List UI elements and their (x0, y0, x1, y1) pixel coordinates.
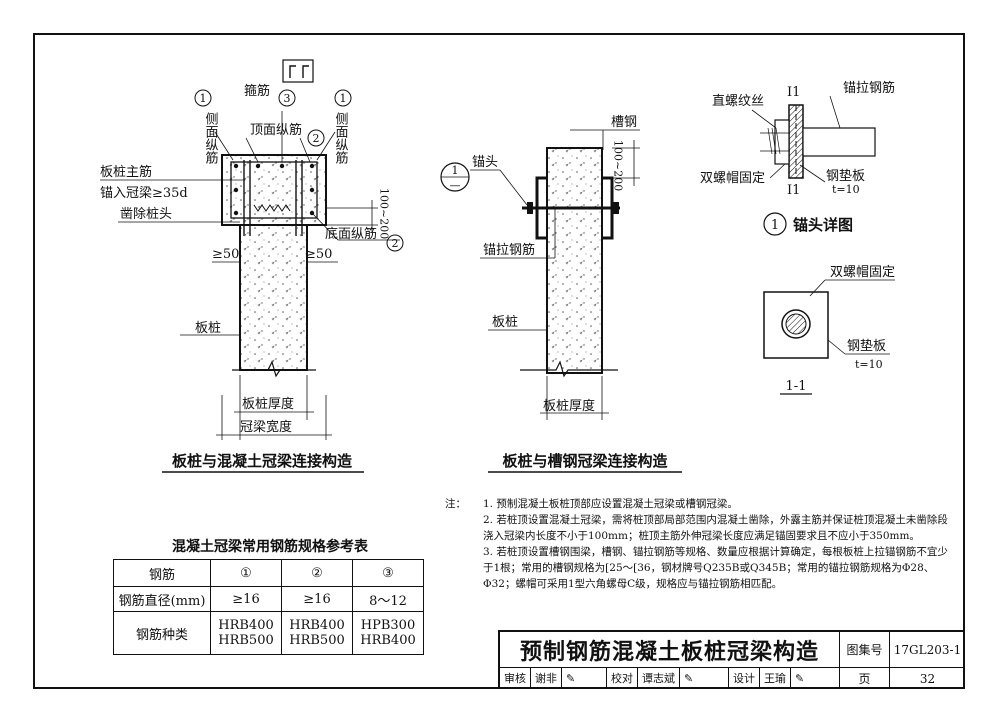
table-cell: 8～12 (352, 586, 424, 612)
checker-signature: ✎ (680, 668, 729, 689)
anchor-detail (751, 95, 876, 236)
d1-sheet-pile: 板桩 (195, 321, 221, 336)
table-cell: HRB400 HRB500 (210, 611, 282, 655)
title-block: 预制钢筋混凝土板桩冠梁构造 图集号 17GL203-1 审核 谢非 ✎ 校对 谭… (498, 630, 965, 689)
design-label: 设计 (729, 668, 760, 689)
page-number: 32 (919, 671, 936, 686)
page-label: 页 (840, 668, 890, 689)
designer-signature: ✎ (795, 672, 805, 685)
d2-detail-ref-top: 1 (452, 164, 459, 177)
table-cell: ≥16 (210, 586, 282, 612)
d1-circle2-top: 2 (313, 132, 320, 145)
d1-stirrup: 箍筋 (244, 83, 270, 99)
notes-list: 1. 预制混凝土板桩顶部应设置混凝土冠梁或槽钢冠梁。 2. 若桩顶设置混凝土冠梁… (445, 496, 957, 592)
d1-circle1-right: 1 (340, 92, 347, 105)
d1-side-rebar-left: 侧面纵筋 (203, 112, 219, 164)
detail-t10: t=10 (832, 183, 860, 196)
d1-side-rebar-right: 侧面纵筋 (333, 112, 349, 164)
note-item-2: 2. 若桩顶设置混凝土冠梁，需将桩顶部局部范围内混凝土凿除，外露主筋并保证桩顶混… (483, 514, 948, 542)
d1-anchor-len: 锚入冠梁≥35d (100, 186, 188, 201)
d1-ge50-right: ≥50 (305, 247, 332, 262)
drawing2-channel-beam (440, 129, 640, 420)
notes-head: 注： (445, 498, 466, 510)
d1-ge50-left: ≥50 (212, 247, 239, 262)
d1-dim-100-200: 100~200 (378, 188, 391, 239)
table-cell: 钢筋直径(mm) (113, 586, 211, 612)
d2-tie-rebar: 锚拉钢筋 (483, 242, 535, 258)
atlas-label: 图集号 (840, 632, 890, 668)
table-header-cell: ③ (352, 559, 424, 587)
d1-pile-main-rebar: 板桩主筋 (100, 164, 152, 180)
table-cell: ≥16 (281, 586, 353, 612)
table-cell: 钢筋种类 (113, 611, 211, 655)
d1-circle2-bottom: 2 (392, 237, 399, 250)
crown-beam (221, 154, 327, 226)
detail-title-num: 1 (771, 218, 779, 233)
table-cell: HPB300 HRB400 (352, 611, 424, 655)
note-item-1: 1. 预制混凝土板桩顶部应设置混凝土冠梁或槽钢冠梁。 (483, 498, 738, 510)
table-header-cell: 钢筋 (113, 559, 211, 587)
d2-anchor-head: 锚头 (472, 155, 498, 170)
section-1-1 (763, 279, 895, 395)
detail-straight-thread: 直螺纹丝 (712, 94, 764, 109)
detail-section-mark-top: I1 (787, 85, 800, 100)
detail-steel-pad: 钢垫板 (826, 168, 865, 184)
d2-sheet-pile (546, 147, 603, 374)
detail-title: 锚头详图 (793, 216, 853, 234)
main-title: 预制钢筋混凝土板桩冠梁构造 (500, 632, 840, 668)
d1-chisel-head: 凿除桩头 (120, 207, 172, 222)
atlas-number: 17GL203-1 (890, 632, 965, 668)
d1-top-rebar: 顶面纵筋 (250, 122, 302, 138)
signature-row: 审核 谢非 ✎ 校对 谭志斌 ✎ 设计 王瑜 ✎ (500, 668, 840, 689)
table-header-cell: ② (281, 559, 353, 587)
table-title: 混凝土冠梁常用钢筋规格参考表 (172, 539, 368, 555)
d2-channel-steel: 槽钢 (611, 115, 637, 130)
designer-name: 王瑜 (760, 668, 791, 689)
detail-section-mark-bottom: I1 (787, 183, 800, 198)
notes: 注： 1. 预制混凝土板桩顶部应设置混凝土冠梁或槽钢冠梁。 2. 若桩顶设置混凝… (445, 496, 957, 592)
checker-name: 谭志斌 (638, 668, 680, 689)
d1-pile-thickness: 板桩厚度 (242, 396, 294, 412)
d2-pile-thickness: 板桩厚度 (543, 398, 595, 414)
check-label: 校对 (607, 668, 638, 689)
section-steel-pad: 钢垫板 (847, 338, 886, 354)
reviewer-name: 谢非 (531, 668, 562, 689)
table-header-row: 钢筋 ① ② ③ (113, 559, 424, 587)
d1-beam-width: 冠梁宽度 (240, 419, 292, 435)
note-item-3: 3. 若桩顶设置槽钢围梁，槽钢、锚拉钢筋等规格、数量应根据计算确定，每根板桩上拉… (483, 546, 948, 590)
d1-circle1-left: 1 (200, 92, 207, 105)
d1-title: 板桩与混凝土冠梁连接构造 (172, 452, 352, 470)
table-row: 钢筋直径(mm) ≥16 ≥16 8～12 (113, 586, 424, 612)
d1-circle3: 3 (284, 92, 291, 105)
table-row: 钢筋种类 HRB400 HRB500 HRB400 HRB500 HPB300 … (113, 611, 424, 655)
d2-detail-ref-bottom: — (450, 179, 461, 192)
section-title: 1-1 (786, 379, 807, 394)
review-label: 审核 (500, 668, 531, 689)
d1-bottom-rebar: 底面纵筋 (325, 226, 377, 242)
section-double-nut: 双螺帽固定 (830, 264, 895, 280)
d2-title: 板桩与槽钢冠梁连接构造 (502, 452, 667, 470)
stirrup-icon (282, 59, 314, 83)
detail-double-nut: 双螺帽固定 (700, 170, 765, 186)
table-cell: HRB400 HRB500 (281, 611, 353, 655)
reviewer-signature: ✎ (562, 668, 607, 689)
d2-sheet-pile: 板桩 (492, 315, 518, 330)
d2-dim-100-200: 100~200 (612, 140, 625, 191)
section-t10: t=10 (855, 358, 883, 371)
drawing1-crown-beam (100, 59, 404, 440)
sheet-pile (239, 224, 308, 371)
rebar-spec-table: 钢筋 ① ② ③ 钢筋直径(mm) ≥16 ≥16 8～12 钢筋种类 HRB4… (113, 559, 424, 655)
detail-tie-rebar: 锚拉钢筋 (843, 80, 895, 96)
table-header-cell: ① (210, 559, 282, 587)
